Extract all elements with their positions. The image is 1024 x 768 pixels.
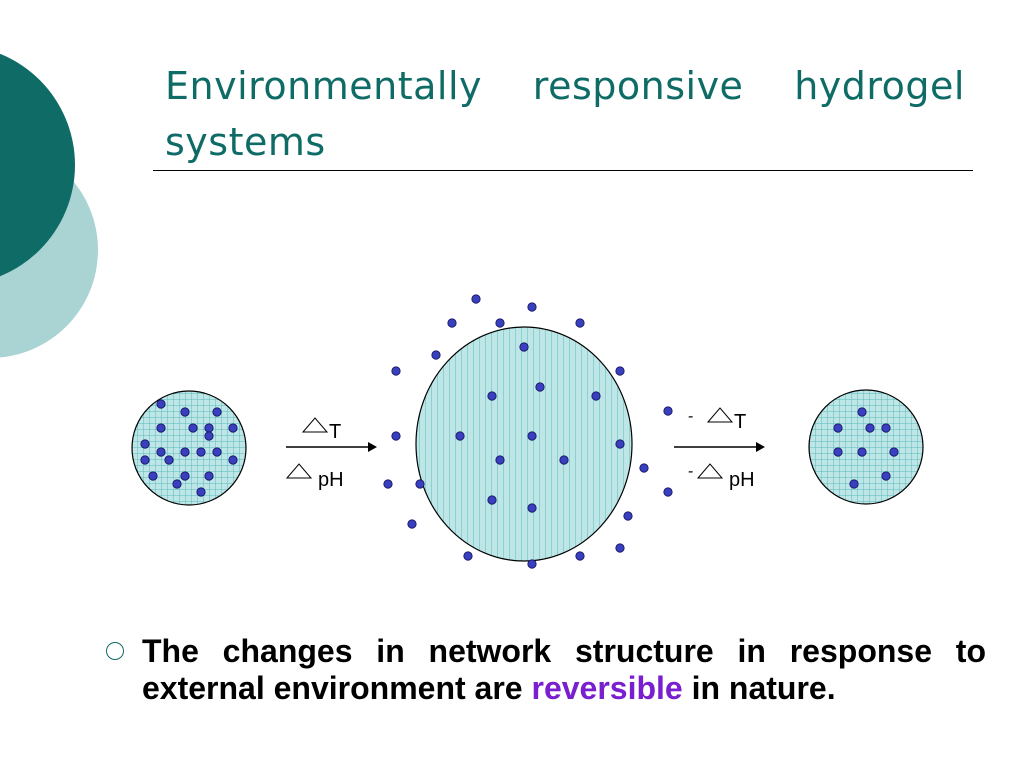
bullet-text-main: The changes in network structure in resp… <box>142 633 986 706</box>
delta-icon <box>285 463 313 479</box>
swollen-gel <box>383 294 673 569</box>
solute-molecules <box>140 399 238 497</box>
hydrogel-diagram: T pH - T - pH <box>131 294 924 569</box>
title-underline <box>153 170 973 171</box>
page-title: Environmentally responsive hydrogel syst… <box>165 64 965 164</box>
bullet-text-end: in nature. <box>682 670 836 706</box>
bullet-text: The changes in network structure in resp… <box>142 633 986 707</box>
collapsed-gel-left <box>131 390 247 506</box>
delta-icon <box>706 407 734 423</box>
reverse-label-ph: pH <box>729 469 755 491</box>
forward-label-ph: pH <box>318 469 344 491</box>
solute-molecules <box>833 407 899 489</box>
reverse-arrow: - T - pH <box>674 407 765 491</box>
bullet-point: The changes in network structure in resp… <box>106 633 986 707</box>
reverse-prefix-t: - <box>688 408 693 425</box>
decor-circle-dark <box>0 53 75 277</box>
decorative-circles <box>0 53 98 358</box>
reverse-label-t: T <box>734 411 746 433</box>
bullet-marker-icon <box>106 642 124 660</box>
reverse-prefix-ph: - <box>688 463 693 480</box>
collapsed-gel-right <box>808 389 924 505</box>
forward-arrow: T pH <box>285 417 377 491</box>
delta-icon <box>301 417 329 433</box>
delta-icon <box>696 463 724 479</box>
solute-molecules <box>383 294 673 569</box>
forward-label-t: T <box>329 421 341 443</box>
emphasis-word: reversible <box>531 670 683 706</box>
